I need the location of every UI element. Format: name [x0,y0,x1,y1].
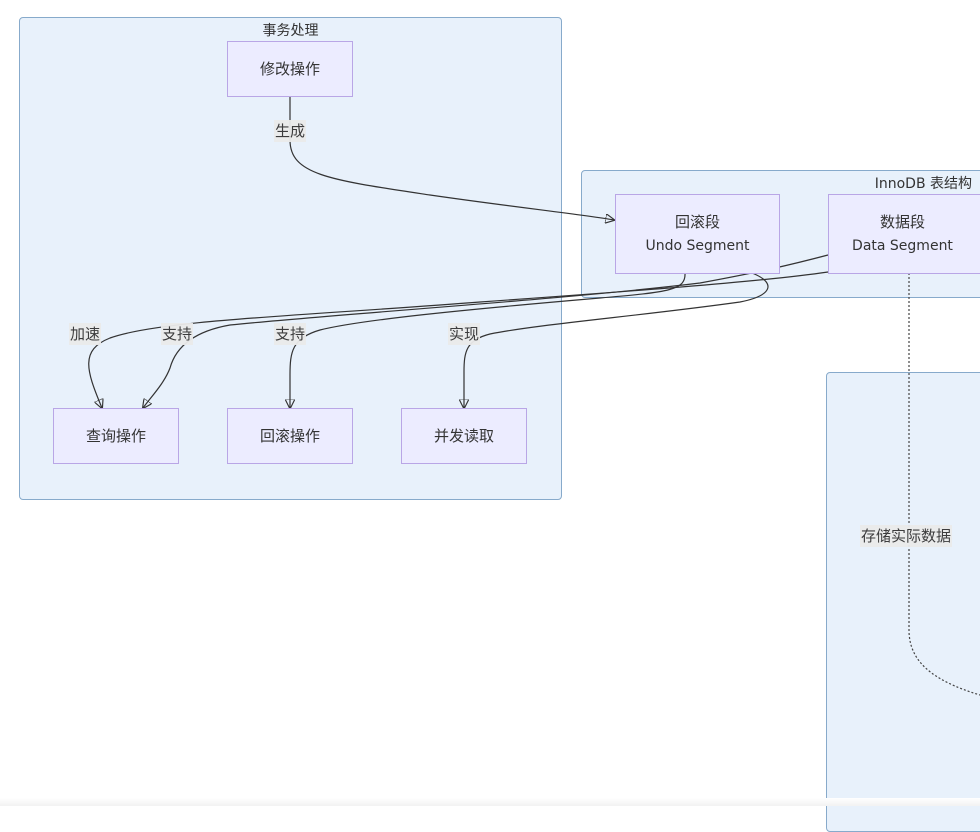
node-undo-line2: Undo Segment [645,238,750,254]
node-query[interactable]: 查询操作 [53,408,179,464]
cluster-title-innodb: InnoDB 表结构 [874,176,972,192]
edge-label-support-query: 支持 [161,323,194,345]
edge-label-support-rollback: 支持 [274,323,307,345]
node-data-line1: 数据段 [879,213,925,231]
node-rollback-label: 回滚操作 [259,427,320,445]
node-undo-segment[interactable]: 回滚段 Undo Segment [615,194,780,274]
edge-label-store: 存储实际数据 [860,525,953,547]
node-concurrent-label: 并发读取 [433,427,494,445]
cluster-storage [826,372,980,832]
bottom-fade [0,798,980,806]
node-query-label: 查询操作 [85,427,146,445]
node-rollback[interactable]: 回滚操作 [227,408,353,464]
node-modify-label: 修改操作 [259,60,320,78]
edge-label-accelerate: 加速 [69,323,102,345]
edge-label-generate: 生成 [274,120,307,142]
cluster-title-transaction: 事务处理 [262,23,319,39]
node-concurrent[interactable]: 并发读取 [401,408,527,464]
node-undo-line1: 回滚段 [674,213,720,231]
node-modify[interactable]: 修改操作 [227,41,353,97]
edge-label-implement: 实现 [448,323,481,345]
node-data-segment[interactable]: 数据段 Data Segment [828,194,980,274]
node-data-line2: Data Segment [852,238,953,254]
